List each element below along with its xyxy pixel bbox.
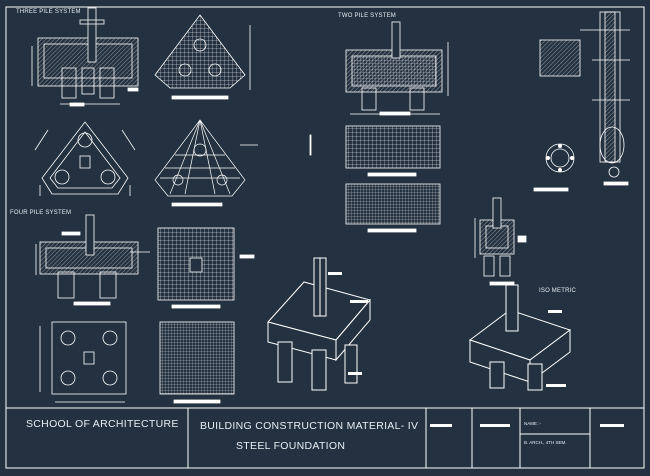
four-pile-bottom-mesh (159, 321, 235, 404)
title-block (6, 407, 644, 468)
three-pile-bottom-rebar (154, 119, 258, 207)
two-pile-plan-bottom (345, 183, 441, 233)
four-pile-section (35, 214, 150, 306)
sheet-border (5, 6, 645, 469)
name-label: NAME :- (524, 421, 542, 426)
four-pile-rebar-grid (157, 227, 255, 309)
pile-detail (533, 11, 630, 192)
two-pile-isometric (468, 284, 572, 391)
three-pile-rebar-plan (154, 14, 251, 100)
three-pile-section (31, 7, 139, 107)
column-footing-detail (474, 197, 527, 286)
two-pile-plan-top (345, 125, 441, 177)
class-label: B. ARCH., 4TH SEM. (524, 440, 567, 445)
course-title: BUILDING CONSTRUCTION MATERIAL- IV (200, 420, 419, 432)
two-pile-section (309, 21, 449, 156)
four-pile-label: FOUR PILE SYSTEM (10, 210, 72, 216)
four-pile-plan (39, 321, 127, 403)
iso-metric-label: ISO METRIC (539, 288, 577, 294)
sheet-topic: STEEL FOUNDATION (236, 440, 346, 452)
three-pile-label: THREE PILE SYSTEM (16, 9, 81, 15)
two-pile-label: TWO PILE SYSTEM (338, 13, 397, 19)
four-pile-isometric (267, 257, 371, 391)
three-pile-plan (34, 121, 136, 196)
school-name: SCHOOL OF ARCHITECTURE (26, 418, 179, 430)
